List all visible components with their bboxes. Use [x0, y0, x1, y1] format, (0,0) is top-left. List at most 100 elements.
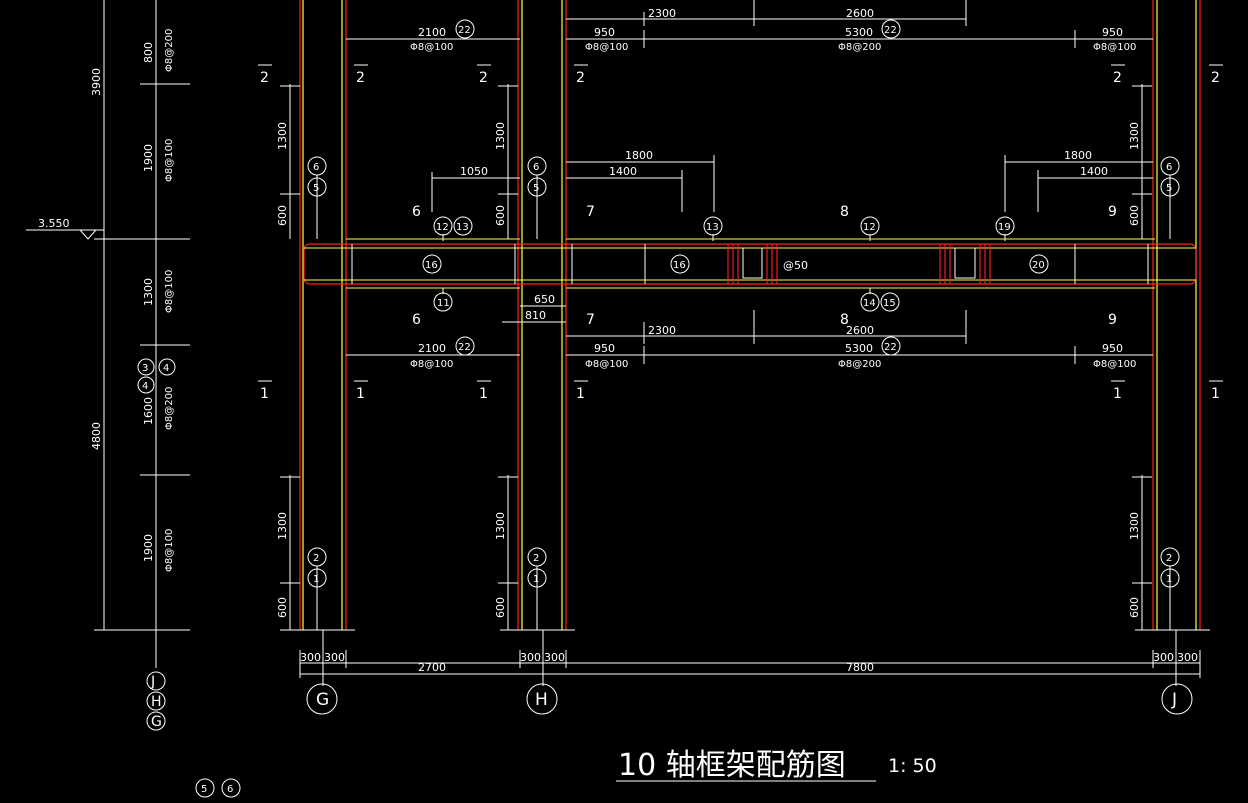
level-mark: 3.550	[38, 217, 70, 230]
top-bar-2600: 2600	[846, 7, 874, 20]
dimension-lines	[258, 0, 1223, 782]
tag-12-mid: 12	[863, 222, 876, 233]
seg-rebar-1900a: Φ8@100	[164, 139, 175, 182]
mark-9-top: 9	[1108, 204, 1117, 220]
tag-1-h: 1	[533, 574, 539, 585]
mid-len-top: 5300	[845, 26, 873, 39]
drawing-title: 10 轴框架配筋图	[618, 748, 846, 783]
bot-bar-2300: 2300	[648, 324, 676, 337]
tag-2-h: 2	[533, 553, 539, 564]
col-g-600-bot: 600	[276, 597, 289, 618]
col-h-1300-bot: 1300	[494, 512, 507, 540]
col-g-1300-bot: 1300	[276, 512, 289, 540]
col-h-600-bot: 600	[494, 597, 507, 618]
sec-2-b: 2	[356, 70, 365, 86]
col-j-1300-top: 1300	[1128, 122, 1141, 150]
sec-2-d: 2	[576, 70, 585, 86]
left-span-top: 2100	[418, 26, 446, 39]
sec-1-c: 1	[479, 386, 488, 402]
sec-2-a: 2	[260, 70, 269, 86]
col-h-half-1: 300	[520, 651, 541, 664]
seg-len-1300: 1300	[142, 278, 155, 306]
tag-6-h: 6	[533, 162, 539, 173]
sec-1-a: 1	[260, 386, 269, 402]
mark-6-top: 6	[412, 204, 421, 220]
cut-1400-right: 1400	[1080, 165, 1108, 178]
col-h-600-top: 600	[494, 205, 507, 226]
seg-rebar-1900b: Φ8@100	[164, 529, 175, 572]
col-j-600-bot: 600	[1128, 597, 1141, 618]
bot-bar-2600: 2600	[846, 324, 874, 337]
left-rebar-top: Φ8@100	[410, 42, 453, 53]
cut-1050: 1050	[460, 165, 488, 178]
mid-len-bot: 5300	[845, 342, 873, 355]
axis-labels: G H J	[316, 690, 1177, 710]
tag-1-g: 1	[313, 574, 319, 585]
axis-h: H	[535, 690, 548, 710]
span-gh: 2700	[418, 661, 446, 674]
span-hj: 7800	[846, 661, 874, 674]
sec-2-e: 2	[1113, 70, 1122, 86]
col-j-half-1: 300	[1153, 651, 1174, 664]
tag-14: 14	[863, 298, 876, 309]
tag-2-j: 2	[1166, 553, 1172, 564]
tag-5-h: 5	[533, 183, 539, 194]
beam	[303, 238, 1197, 289]
left-elevation-tags	[137, 358, 241, 798]
col-j-half-2: 300	[1177, 651, 1198, 664]
tag-19: 19	[998, 222, 1011, 233]
seg-rebar-1300: Φ8@100	[164, 270, 175, 313]
elev-tag-4b: 4	[163, 363, 169, 374]
end-len-tl: 950	[594, 26, 615, 39]
axis-g: G	[316, 690, 329, 710]
cut-1400-left: 1400	[609, 165, 637, 178]
end-len-bl: 950	[594, 342, 615, 355]
elev-axis-j: J	[150, 674, 155, 690]
tag-16a: 16	[425, 260, 438, 271]
tag-labels: 6 5 6 5 6 5 2 1 2 1 2 1 12 13 13 12 19 1…	[313, 25, 1172, 585]
seg-len-1900a: 1900	[142, 144, 155, 172]
sec-2-c: 2	[479, 70, 488, 86]
drawing-scale: 1: 50	[888, 755, 937, 777]
elev-tag-3: 3	[142, 363, 148, 374]
tag-22-tl: 22	[458, 25, 471, 36]
tag-12-left: 12	[436, 222, 449, 233]
col-g-half-2: 300	[324, 651, 345, 664]
elev-dim-4800: 4800	[90, 422, 103, 450]
axis-j: J	[1171, 690, 1177, 710]
mark-9-bot: 9	[1108, 312, 1117, 328]
col-j-600-top: 600	[1128, 205, 1141, 226]
left-elevation	[26, 0, 190, 668]
joint-650: 650	[534, 293, 555, 306]
span-dim-labels: 300 300 300 300 300 300 2700 7800	[300, 651, 1198, 674]
col-h-1300-top: 1300	[494, 122, 507, 150]
elev-dim-3900: 3900	[90, 68, 103, 96]
sec-1-f: 1	[1211, 386, 1220, 402]
sec-1-d: 1	[576, 386, 585, 402]
stirrup-spacing: @50	[783, 259, 808, 272]
tag-5-j: 5	[1166, 183, 1172, 194]
col-j-1300-bot: 1300	[1128, 512, 1141, 540]
cut-1800-left: 1800	[625, 149, 653, 162]
col-h-half-2: 300	[544, 651, 565, 664]
bottom-tag-5: 5	[201, 784, 207, 795]
elev-tag-4a: 4	[142, 381, 148, 392]
beam-dim-labels: 2100 Φ8@100 950 Φ8@100 5300 Φ8@200 950 Φ…	[410, 7, 1136, 370]
sec-1-e: 1	[1113, 386, 1122, 402]
sec-2-f: 2	[1211, 70, 1220, 86]
column-rebars	[299, 0, 1201, 630]
mark-7-top: 7	[586, 204, 595, 220]
end-len-br: 950	[1102, 342, 1123, 355]
tag-11: 11	[437, 298, 450, 309]
seg-len-1600: 1600	[142, 397, 155, 425]
bottom-tag-6: 6	[227, 784, 233, 795]
column-dim-labels: 1300 600 1300 600 1300 600 1300 600 1300…	[276, 122, 1141, 618]
mid-rebar-bot: Φ8@200	[838, 359, 881, 370]
mark-8-top: 8	[840, 204, 849, 220]
col-g-600-top: 600	[276, 205, 289, 226]
tag-22-tr: 22	[884, 25, 897, 36]
tag-13-mid: 13	[706, 222, 719, 233]
seg-rebar-800: Φ8@200	[164, 29, 175, 72]
end-rebar-tl: Φ8@100	[585, 42, 628, 53]
